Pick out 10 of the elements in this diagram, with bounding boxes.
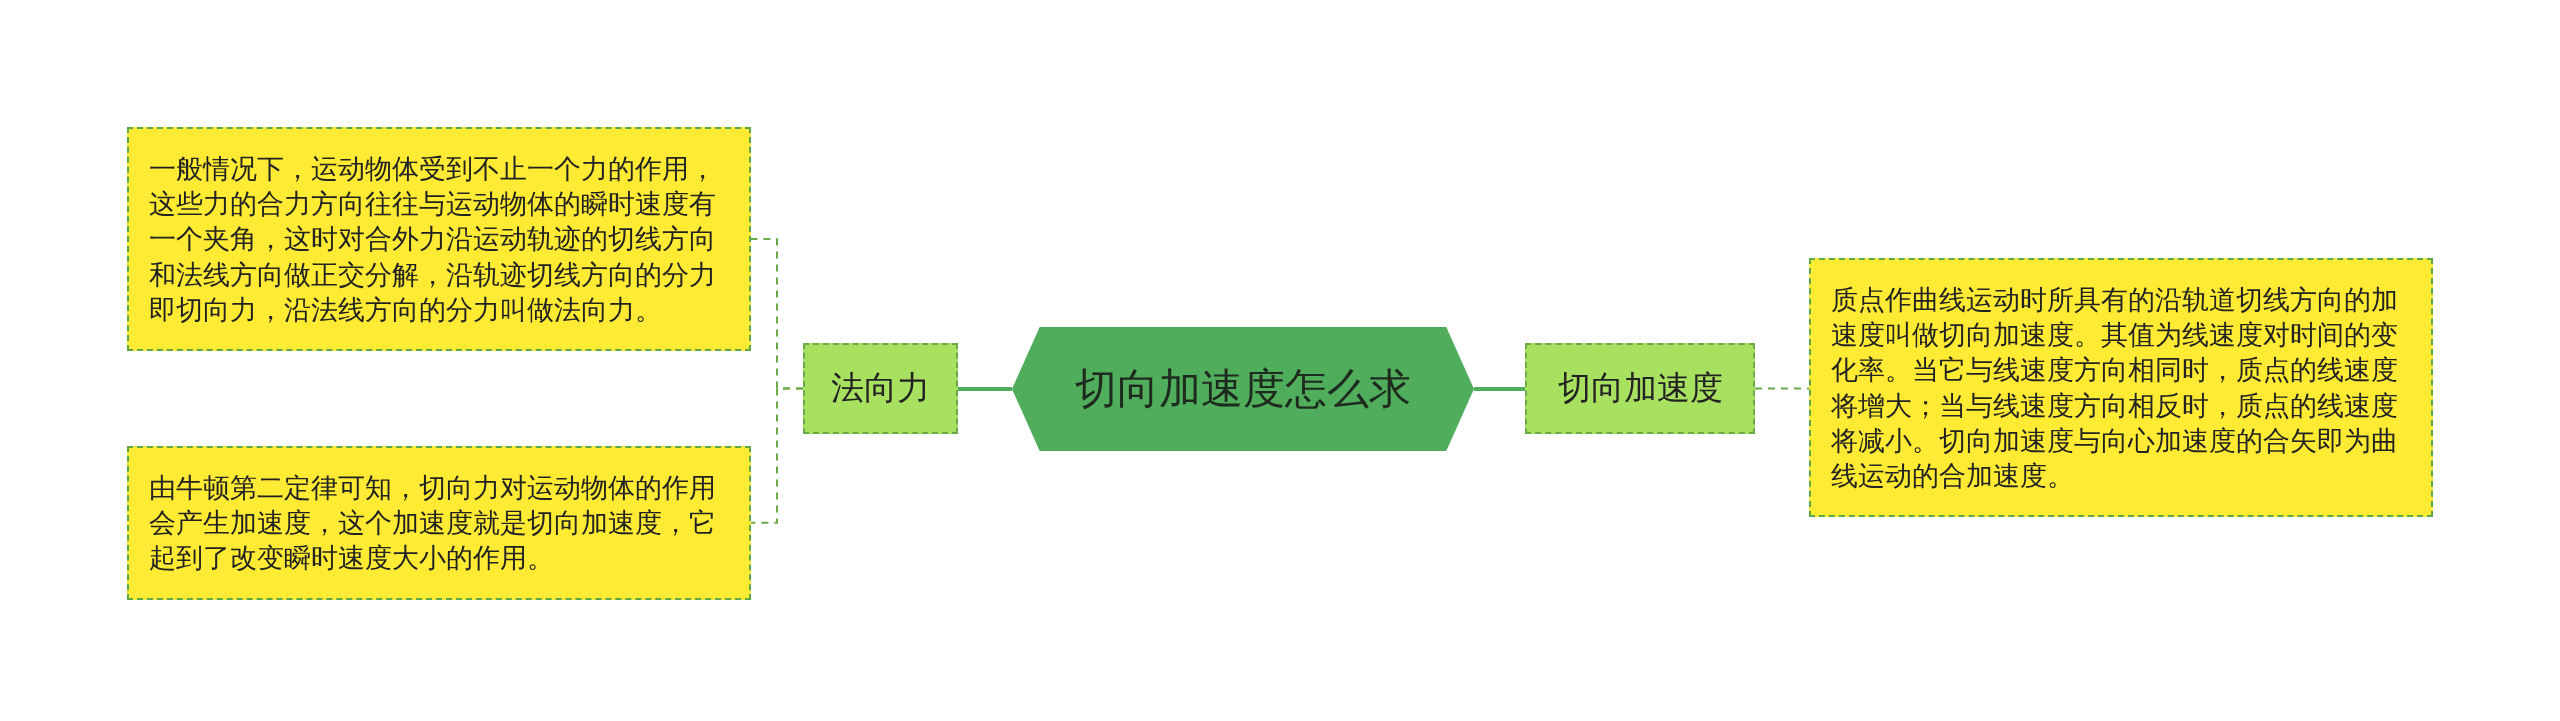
- topic-box: 切向加速度: [1525, 343, 1755, 434]
- connector-line: [958, 387, 1012, 391]
- note-box: 由牛顿第二定律可知，切向力对运动物体的作用会产生加速度，这个加速度就是切向加速度，它起到了改变瞬时速度大小的作用。: [127, 446, 751, 600]
- connector-line: [750, 387, 804, 524]
- connector-line: [1754, 387, 1810, 390]
- note-box: 一般情况下，运动物体受到不止一个力的作用，这些力的合力方向往往与运动物体的瞬时速度有一个夹角，这时对合外力沿运动轨迹的切线方向和法线方向做正交分解，沿轨迹切线方向的分力即切向力，沿法线方向的分力叫做法向力。: [127, 127, 751, 352]
- topic-title: 切向加速度怎么求: [1075, 363, 1411, 415]
- topic-box: 法向力: [803, 343, 958, 434]
- connector-line: [1474, 387, 1525, 391]
- note-box: 质点作曲线运动时所具有的沿轨道切线方向的加速度叫做切向加速度。其值为线速度对时间的变化率。当它与线速度方向相同时，质点的线速度将增大；当与线速度方向相反时，质点的线速度将减小。切向加速度与向心加速度的合矢即为曲线运动的合加速度。: [1809, 258, 2433, 518]
